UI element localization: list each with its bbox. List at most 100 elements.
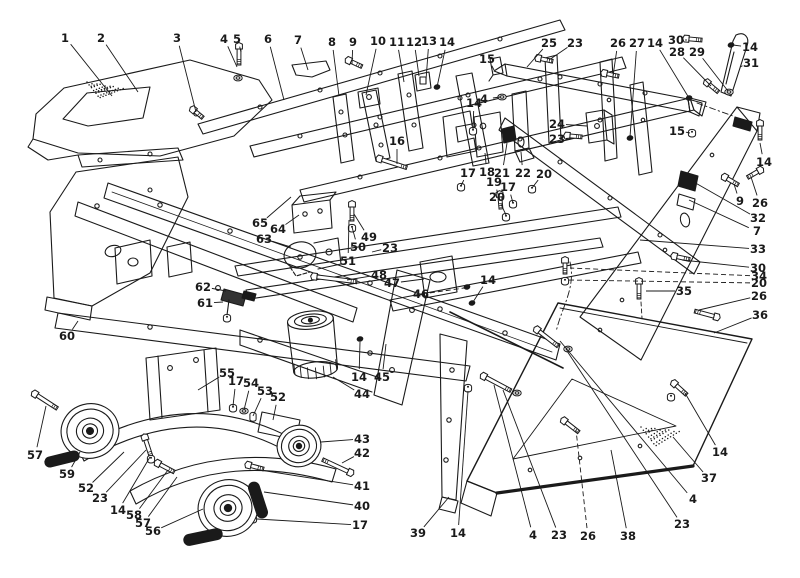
- leader-line: [503, 142, 508, 166]
- callout-15: 15: [669, 124, 685, 138]
- leader-line: [612, 50, 618, 77]
- leader-line: [161, 508, 204, 529]
- callout-17: 17: [460, 166, 476, 180]
- leader-line: [429, 287, 465, 294]
- callout-20: 20: [489, 190, 505, 204]
- shim-strip: [291, 60, 331, 78]
- callout-14: 14: [351, 370, 367, 384]
- callout-23: 23: [567, 36, 583, 50]
- callout-30: 30: [750, 261, 766, 275]
- bolt-icon: [140, 433, 154, 459]
- leader-line: [105, 449, 147, 493]
- leader-line: [70, 43, 113, 97]
- leader-line: [71, 320, 79, 330]
- bolt-icon: [669, 379, 689, 397]
- callout-4: 4: [529, 528, 537, 542]
- callout-11: 11: [389, 35, 405, 49]
- leader-line: [659, 49, 690, 99]
- leader-line: [105, 44, 139, 93]
- leader-line: [484, 152, 487, 165]
- leader-line: [398, 49, 405, 83]
- oil-filter: [286, 310, 339, 380]
- bolt-icon: [348, 200, 356, 222]
- leader-line: [36, 405, 47, 448]
- callout-33: 33: [750, 242, 766, 256]
- nut-icon: [222, 313, 232, 323]
- callout-9: 9: [349, 35, 357, 49]
- callout-47: 47: [384, 276, 400, 290]
- leader-line: [358, 341, 361, 370]
- bolt-icon: [635, 277, 643, 300]
- bolt-icon: [720, 172, 741, 188]
- callout-64: 64: [270, 222, 286, 236]
- leader-line: [688, 199, 749, 229]
- leader-line: [347, 219, 350, 254]
- engine-mount: [283, 237, 342, 277]
- leader-line: [71, 451, 81, 468]
- callout-3: 3: [173, 31, 181, 45]
- callout-36: 36: [752, 308, 768, 322]
- bolt-icon: [235, 42, 243, 66]
- callout-14: 14: [110, 503, 126, 517]
- leader-line: [263, 491, 354, 506]
- callout-14: 14: [439, 35, 455, 49]
- leader-line: [458, 390, 469, 526]
- frame-rails: [54, 19, 707, 393]
- leader-line: [139, 469, 169, 509]
- bolt-icon: [682, 34, 703, 43]
- callout-9: 9: [736, 194, 744, 208]
- leader-line: [493, 384, 532, 528]
- leader-line: [272, 240, 292, 248]
- belt-segment: [247, 481, 269, 519]
- callout-42: 42: [354, 446, 370, 460]
- callout-41: 41: [354, 479, 370, 493]
- leader-line: [713, 317, 752, 334]
- callout-12: 12: [406, 35, 422, 49]
- leader-line: [502, 389, 557, 528]
- leader-line: [259, 469, 354, 486]
- bolt-icon: [563, 131, 583, 140]
- callout-26: 26: [752, 196, 768, 210]
- nut-icon: [468, 126, 478, 136]
- bolt-head-icon: [685, 95, 693, 101]
- callout-46: 46: [413, 287, 429, 301]
- callout-31: 31: [743, 56, 759, 70]
- callout-14: 14: [480, 273, 496, 287]
- rear-shield: [460, 302, 753, 517]
- nut-icon: [666, 392, 676, 402]
- leader-line: [382, 343, 387, 370]
- leader-line: [300, 47, 309, 71]
- callout-18: 18: [479, 165, 495, 179]
- callout-14: 14: [742, 40, 758, 54]
- stipple-patch: [86, 81, 124, 99]
- leader-line: [272, 404, 277, 421]
- callout-26: 26: [580, 529, 596, 543]
- leader-line: [702, 57, 729, 92]
- washer-icon: [512, 389, 522, 397]
- bolt-head-icon: [727, 42, 735, 48]
- bolt-icon: [745, 165, 765, 180]
- side-plate-39: [438, 333, 468, 514]
- callout-43: 43: [354, 432, 370, 446]
- leader-line: [227, 46, 238, 68]
- callout-59: 59: [59, 467, 75, 481]
- callout-8: 8: [328, 35, 336, 49]
- callout-17: 17: [352, 518, 368, 532]
- leader-line: [346, 275, 371, 281]
- leader-line: [520, 151, 523, 166]
- bolt-icon: [561, 256, 569, 275]
- bolt-icon: [756, 119, 764, 141]
- leader-line: [750, 176, 758, 196]
- callout-14: 14: [712, 445, 728, 459]
- callout-39: 39: [410, 526, 426, 540]
- leader-line: [92, 451, 125, 483]
- leader-line: [629, 50, 637, 138]
- cross-members: [114, 109, 643, 441]
- callout-55: 55: [219, 366, 235, 380]
- leader-line: [739, 65, 743, 68]
- leader-line: [732, 44, 742, 47]
- callout-4: 4: [689, 492, 697, 506]
- leader-line: [423, 496, 450, 528]
